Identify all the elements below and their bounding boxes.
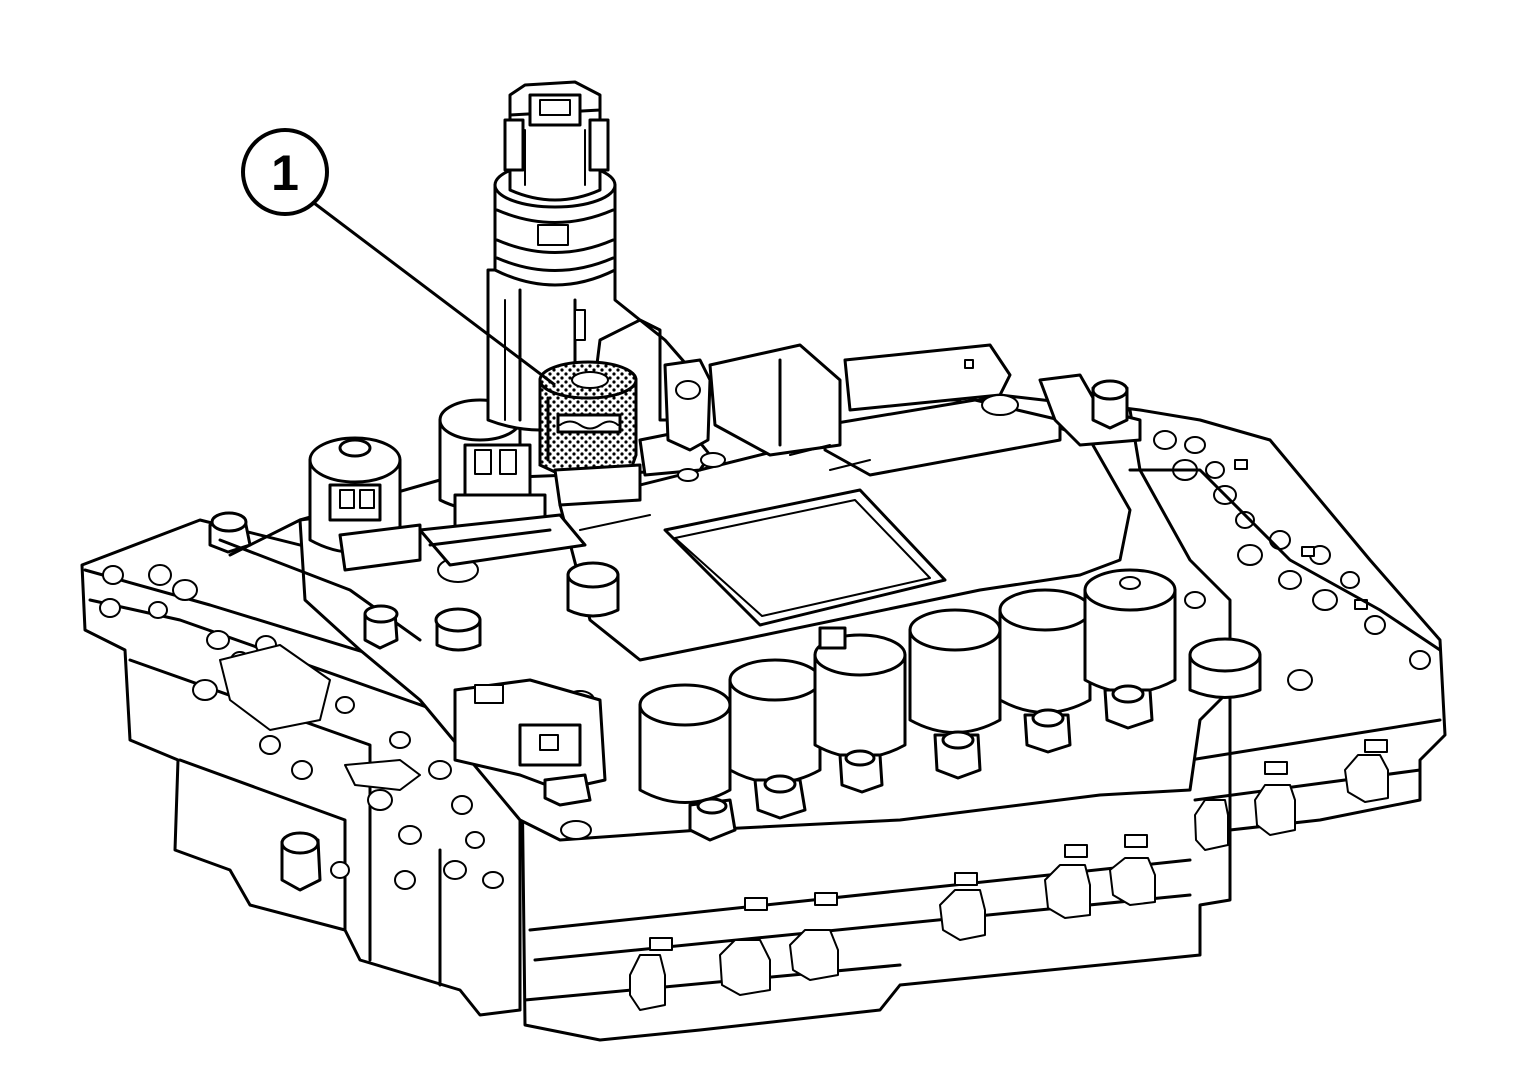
control-module xyxy=(558,343,1132,662)
misc-connectors xyxy=(663,358,1019,482)
solenoid-row xyxy=(363,557,1262,842)
bolt-left xyxy=(208,511,322,892)
plate-holes-right xyxy=(1128,430,1442,691)
left-solenoid xyxy=(308,436,422,572)
center-connector xyxy=(418,398,587,567)
callout-label: 1 xyxy=(271,145,299,201)
front-connector xyxy=(453,678,607,807)
bolt-right xyxy=(1038,373,1142,447)
callout-leader-line xyxy=(309,198,556,387)
callout-circle xyxy=(241,128,329,216)
highlighted-sensor xyxy=(538,360,712,507)
plate-holes-left xyxy=(99,564,504,890)
front-wall-ports xyxy=(629,739,1389,1011)
callout-1: 1 xyxy=(241,128,556,387)
